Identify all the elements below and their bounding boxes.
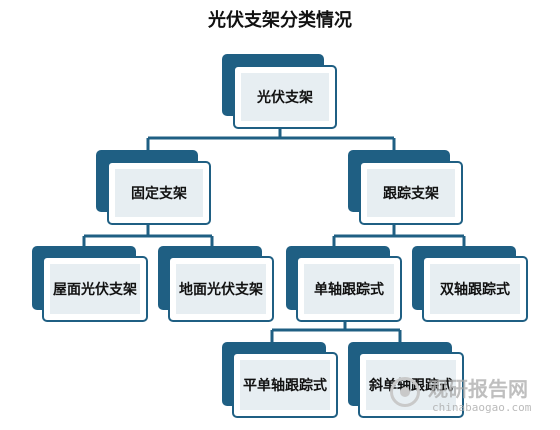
watermark-name: 观研报告网 [428,377,528,401]
node-roof-label: 屋面光伏支架 [53,282,137,298]
node-tracking-label: 跟踪支架 [383,186,439,202]
connector-tracking [332,224,466,246]
node-fixed-label: 固定支架 [131,186,187,202]
node-ground-label: 地面光伏支架 [179,282,263,298]
connector-single-axis [270,320,402,342]
diagram-title: 光伏支架分类情况 [208,10,352,31]
node-single-axis-label: 单轴跟踪式 [314,282,384,298]
watermark-logo-icon [390,377,420,407]
node-flat-single-label: 平单轴跟踪式 [243,378,327,394]
watermark-url: chinabaogao.com [432,401,532,414]
connector-fixed [82,224,214,246]
node-dual-axis-label: 双轴跟踪式 [440,282,510,298]
connector-root [146,128,396,150]
node-root-label: 光伏支架 [257,90,313,106]
watermark: 观研报告网 chinabaogao.com [390,373,555,421]
